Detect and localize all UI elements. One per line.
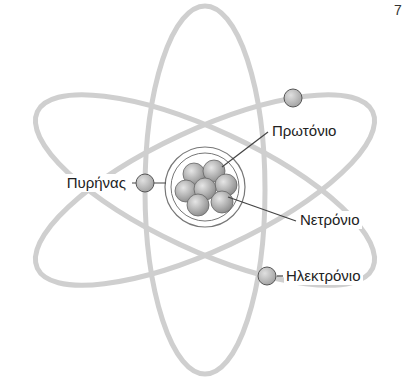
part-label: Ηλεκτρόνιο <box>284 267 363 285</box>
electron-orbits <box>12 6 398 374</box>
orbit <box>12 57 398 322</box>
page-number: 7 <box>394 1 402 19</box>
part-label: Νετρόνιο <box>298 211 362 229</box>
electrons <box>136 89 302 285</box>
part-label: Πρωτόνιο <box>270 122 338 140</box>
orbit <box>12 57 398 322</box>
part-label: Πυρήνας <box>65 174 128 192</box>
leader-lines <box>132 132 296 276</box>
orbit <box>145 6 265 374</box>
